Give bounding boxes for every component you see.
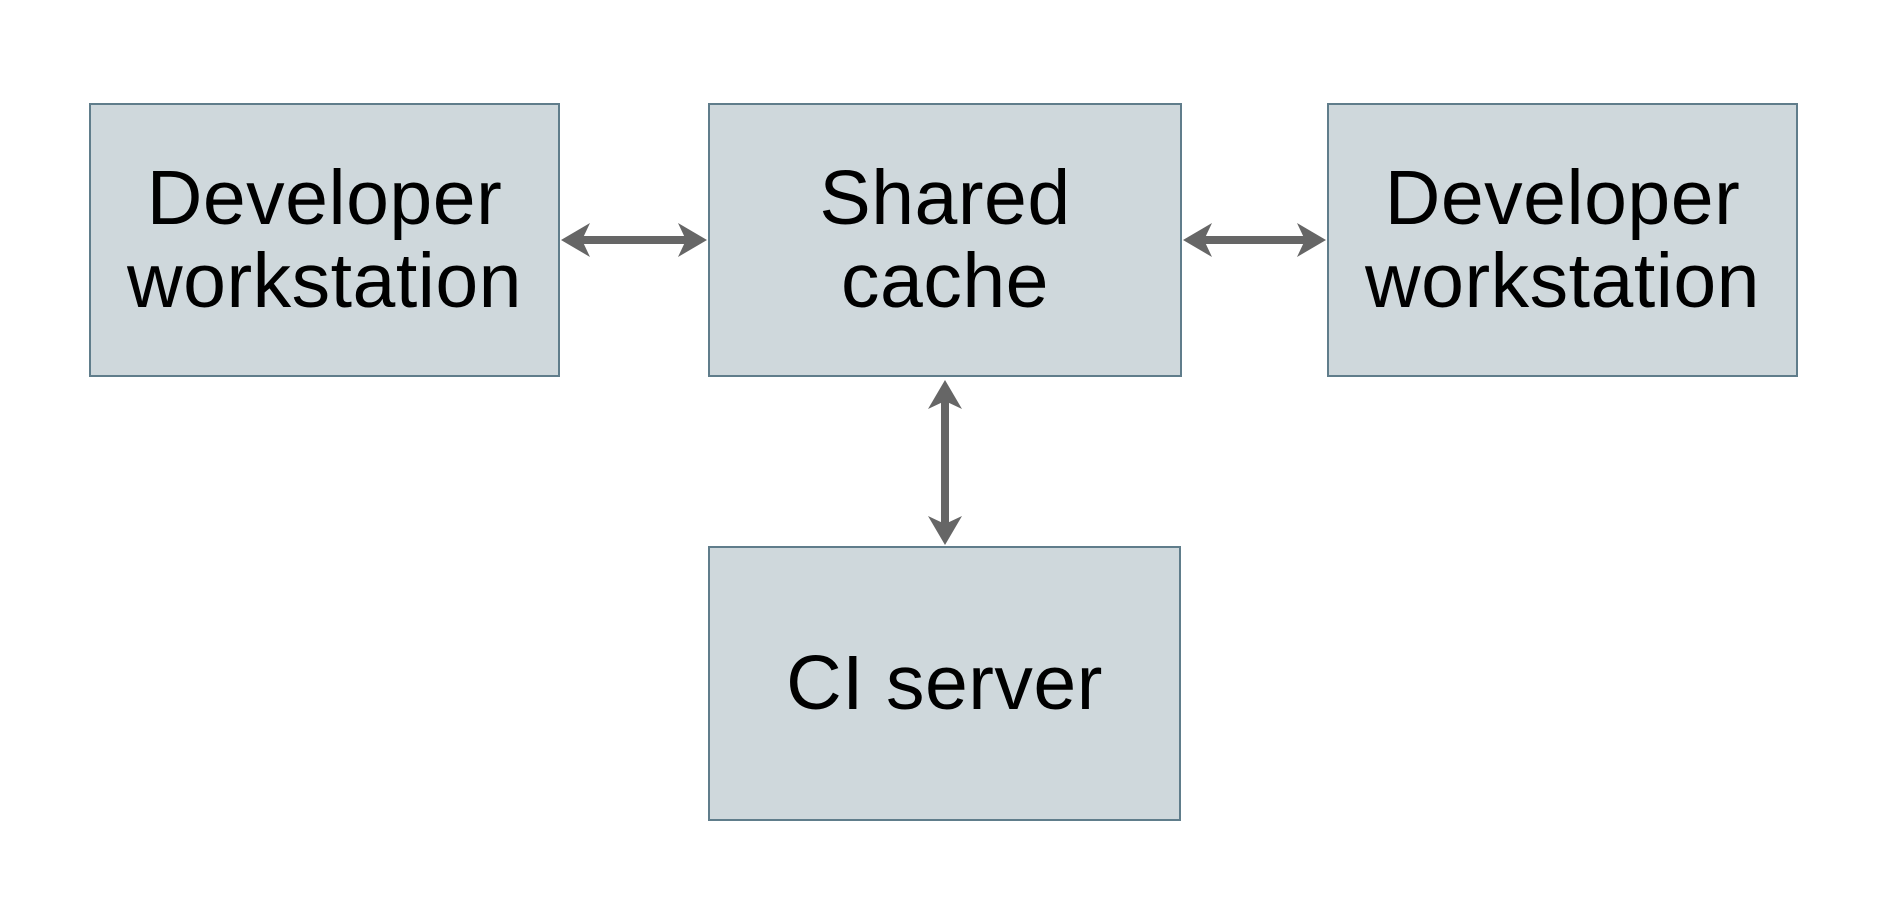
- node-developer-workstation-right: Developer workstation: [1327, 103, 1798, 377]
- bidirectional-arrow-left-cache: [560, 218, 708, 262]
- double-arrow-icon: [928, 380, 962, 545]
- node-label-line: CI server: [786, 639, 1103, 726]
- node-label-line: workstation: [1365, 238, 1760, 324]
- node-label-line: workstation: [127, 238, 522, 324]
- node-label-line: cache: [841, 238, 1049, 324]
- node-ci-server: CI server: [708, 546, 1181, 821]
- node-shared-cache: Shared cache: [708, 103, 1182, 377]
- node-developer-workstation-left: Developer workstation: [89, 103, 560, 377]
- bidirectional-arrow-cache-right: [1182, 218, 1327, 262]
- node-label-line: Developer: [146, 154, 503, 241]
- bidirectional-arrow-cache-ci: [923, 379, 967, 546]
- node-label-line: Shared: [819, 154, 1071, 241]
- double-arrow-icon: [561, 223, 707, 257]
- node-label-line: Developer: [1384, 154, 1741, 241]
- double-arrow-icon: [1183, 223, 1326, 257]
